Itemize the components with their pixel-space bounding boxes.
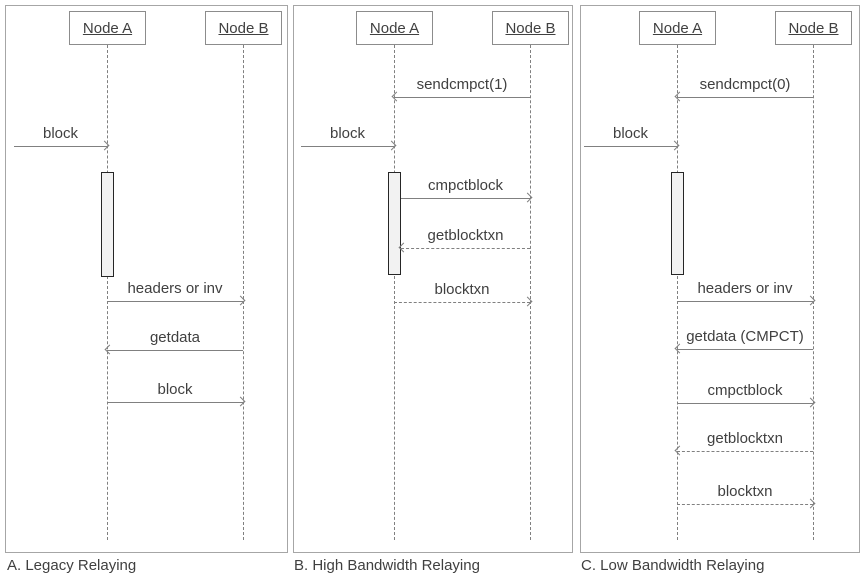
arrow-line (677, 97, 813, 98)
message-label: sendcmpct(0) (699, 76, 791, 93)
lifeline-node-b (530, 45, 531, 540)
message-label: headers or inv (697, 280, 793, 297)
panel-low-bandwidth-relaying (580, 5, 860, 553)
arrow-line (677, 349, 813, 350)
node-label: Node A (369, 19, 420, 37)
arrow-line (677, 301, 813, 302)
message-label: headers or inv (127, 280, 223, 297)
message-label: block (157, 381, 193, 398)
arrow-line (14, 146, 107, 147)
arrow-line (107, 301, 243, 302)
node-box-b: Node B (775, 11, 852, 45)
lifeline-node-b (813, 45, 814, 540)
arrow-line (107, 350, 243, 351)
arrow-line (584, 146, 677, 147)
arrow-line (107, 402, 243, 403)
lifeline-node-a (677, 45, 678, 540)
message-label: cmpctblock (427, 177, 504, 194)
lifeline-node-a (394, 45, 395, 540)
message-label: getdata (149, 329, 201, 346)
node-box-b: Node B (492, 11, 569, 45)
activation-bar (388, 172, 401, 275)
node-label: Node B (788, 19, 839, 37)
node-label: Node B (505, 19, 556, 37)
message-label: cmpctblock (707, 382, 783, 399)
node-box-a: Node A (69, 11, 146, 45)
message-label: sendcmpct(1) (416, 76, 508, 93)
lifeline-node-b (243, 45, 244, 540)
message-label: block (612, 125, 649, 142)
node-label: Node A (652, 19, 703, 37)
message-label: getblocktxn (707, 430, 783, 447)
arrow-line (401, 248, 530, 249)
caption-legacy-relaying: A. Legacy Relaying (7, 557, 137, 574)
arrow-line (394, 97, 530, 98)
arrow-line (401, 198, 530, 199)
message-label: getdata (CMPCT) (686, 328, 804, 345)
lifeline-node-a (107, 45, 108, 540)
activation-bar (671, 172, 684, 275)
panel-legacy-relaying (5, 5, 288, 553)
node-box-a: Node A (639, 11, 716, 45)
message-label: block (329, 125, 366, 142)
caption-high-bandwidth-relaying: B. High Bandwidth Relaying (294, 557, 480, 574)
message-label: blocktxn (717, 483, 773, 500)
node-box-b: Node B (205, 11, 282, 45)
arrow-line (677, 403, 813, 404)
node-label: Node B (218, 19, 269, 37)
arrow-line (677, 451, 813, 452)
message-label: block (42, 125, 79, 142)
activation-bar (101, 172, 114, 277)
arrow-line (394, 302, 530, 303)
arrow-line (301, 146, 394, 147)
arrow-line (677, 504, 813, 505)
caption-low-bandwidth-relaying: C. Low Bandwidth Relaying (581, 557, 765, 574)
message-label: getblocktxn (427, 227, 504, 244)
node-label: Node A (82, 19, 133, 37)
message-label: blocktxn (434, 281, 490, 298)
node-box-a: Node A (356, 11, 433, 45)
panel-high-bandwidth-relaying (293, 5, 573, 553)
